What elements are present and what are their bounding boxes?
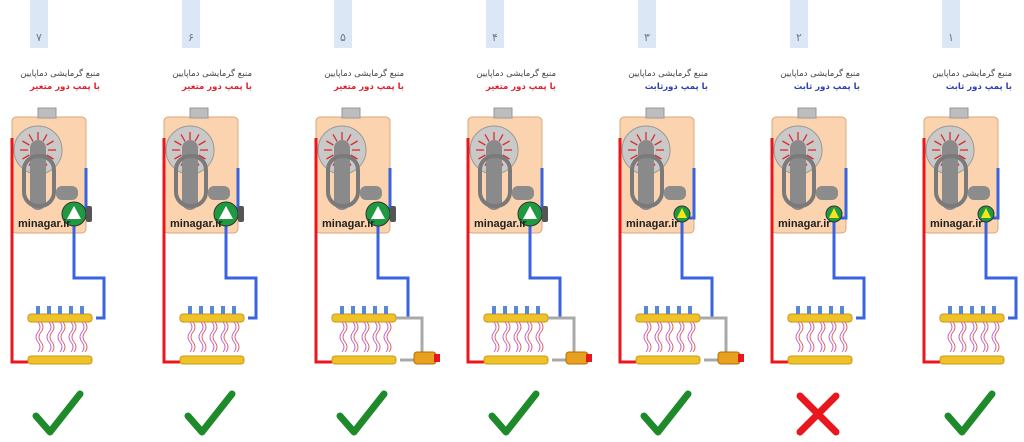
- scenario-number: ۷: [30, 0, 48, 48]
- return-pipe: [832, 168, 866, 320]
- scenario-panel: ۷ منبع گرمایشی دماپایین با پمپ دور متغیر mi…: [0, 0, 140, 442]
- scenario-number: ۵: [334, 0, 352, 48]
- flue-outlet: [189, 107, 209, 119]
- mixing-valve: [413, 351, 437, 365]
- invalid-cross-icon: [796, 392, 840, 436]
- scenario-panel: ۳ منبع گرمایشی دماپایین با پمپ دورثابت mina…: [608, 0, 748, 442]
- brand-watermark: minagar.ir: [778, 218, 831, 230]
- pump-housing: [360, 186, 382, 200]
- scenario-title: منبع گرمایشی دماپایین: [476, 69, 556, 79]
- flue-outlet: [37, 107, 57, 119]
- flue-outlet: [797, 107, 817, 119]
- mixing-valve: [717, 351, 741, 365]
- pump-housing: [512, 186, 534, 200]
- supply-pipe: [770, 138, 788, 364]
- supply-manifold: [939, 355, 1005, 365]
- brand-watermark: minagar.ir: [474, 218, 527, 230]
- heating-system-diagram: [770, 107, 866, 365]
- return-manifold: [483, 313, 549, 323]
- heat-exchanger: [334, 140, 350, 210]
- return-manifold: [787, 313, 853, 323]
- heating-system-diagram: [466, 107, 592, 365]
- scenario-subtitle: با پمپ دورثابت: [644, 82, 708, 92]
- supply-pipe: [314, 138, 332, 364]
- supply-pipe: [466, 138, 484, 364]
- heat-exchanger: [790, 140, 806, 210]
- supply-manifold: [27, 355, 93, 365]
- return-manifold: [27, 313, 93, 323]
- scenario-subtitle: با پمپ دور متغیر: [182, 82, 252, 92]
- supply-pipe: [162, 138, 180, 364]
- heating-system-diagram: [922, 107, 1018, 365]
- return-manifold: [635, 313, 701, 323]
- scenario-title: منبع گرمایشی دماپایین: [20, 69, 100, 79]
- flue-outlet: [949, 107, 969, 119]
- valid-check-icon: [488, 390, 540, 436]
- scenario-title: منبع گرمایشی دماپایین: [932, 69, 1012, 79]
- brand-watermark: minagar.ir: [930, 218, 983, 230]
- scenario-panel: ۱ منبع گرمایشی دماپایین با پمپ دور ثابت min…: [912, 0, 1024, 442]
- heating-system-diagram: [10, 107, 106, 365]
- heat-exchanger: [638, 140, 654, 210]
- pump-housing: [816, 186, 838, 200]
- scenario-title: منبع گرمایشی دماپایین: [628, 69, 708, 79]
- flue-outlet: [645, 107, 665, 119]
- return-manifold: [331, 313, 397, 323]
- brand-watermark: minagar.ir: [18, 218, 71, 230]
- scenario-subtitle: با پمپ دور ثابت: [793, 82, 860, 92]
- return-manifold: [179, 313, 245, 323]
- valid-check-icon: [32, 390, 84, 436]
- scenario-number: ۱: [942, 0, 960, 48]
- supply-pipe: [10, 138, 28, 364]
- scenario-number: ۶: [182, 0, 200, 48]
- scenario-number: ۳: [638, 0, 656, 48]
- supply-pipe: [618, 138, 636, 364]
- supply-manifold: [483, 355, 549, 365]
- mixing-valve: [565, 351, 589, 365]
- valid-check-icon: [640, 390, 692, 436]
- pump-housing: [664, 186, 686, 200]
- brand-watermark: minagar.ir: [322, 218, 375, 230]
- return-manifold: [939, 313, 1005, 323]
- scenario-subtitle: با پمپ دور متغیر: [334, 82, 404, 92]
- heating-system-diagram: [162, 107, 258, 365]
- scenario-panel: ۶ منبع گرمایشی دماپایین با پمپ دور متغیر mi…: [152, 0, 292, 442]
- valid-check-icon: [184, 390, 236, 436]
- brand-watermark: minagar.ir: [170, 218, 223, 230]
- return-pipe: [984, 168, 1018, 320]
- scenario-subtitle: با پمپ دور متغیر: [486, 82, 556, 92]
- pump-housing: [208, 186, 230, 200]
- heat-exchanger: [182, 140, 198, 210]
- supply-manifold: [179, 355, 245, 365]
- supply-pipe: [922, 138, 940, 364]
- scenario-panel: ۴ منبع گرمایشی دماپایین با پمپ دور متغیر mi…: [456, 0, 596, 442]
- scenario-subtitle: با پمپ دور ثابت: [945, 82, 1012, 92]
- supply-manifold: [331, 355, 397, 365]
- scenario-title: منبع گرمایشی دماپایین: [324, 69, 404, 79]
- heating-system-diagram: [618, 107, 744, 365]
- scenario-number: ۴: [486, 0, 504, 48]
- valid-check-icon: [944, 390, 996, 436]
- scenario-title: منبع گرمایشی دماپایین: [172, 69, 252, 79]
- scenario-subtitle: با پمپ دور متغیر: [30, 82, 100, 92]
- flue-outlet: [341, 107, 361, 119]
- scenario-number: ۲: [790, 0, 808, 48]
- flue-outlet: [493, 107, 513, 119]
- pump-housing: [968, 186, 990, 200]
- heat-exchanger: [486, 140, 502, 210]
- heat-exchanger: [30, 140, 46, 210]
- scenario-panel: ۵ منبع گرمایشی دماپایین با پمپ دور متغیر mi…: [304, 0, 444, 442]
- valid-check-icon: [336, 390, 388, 436]
- supply-manifold: [787, 355, 853, 365]
- heating-system-diagram: [314, 107, 440, 365]
- brand-watermark: minagar.ir: [626, 218, 679, 230]
- scenario-title: منبع گرمایشی دماپایین: [780, 69, 860, 79]
- scenario-panel: ۲ منبع گرمایشی دماپایین با پمپ دور ثابت min…: [760, 0, 900, 442]
- supply-manifold: [635, 355, 701, 365]
- pump-housing: [56, 186, 78, 200]
- heat-exchanger: [942, 140, 958, 210]
